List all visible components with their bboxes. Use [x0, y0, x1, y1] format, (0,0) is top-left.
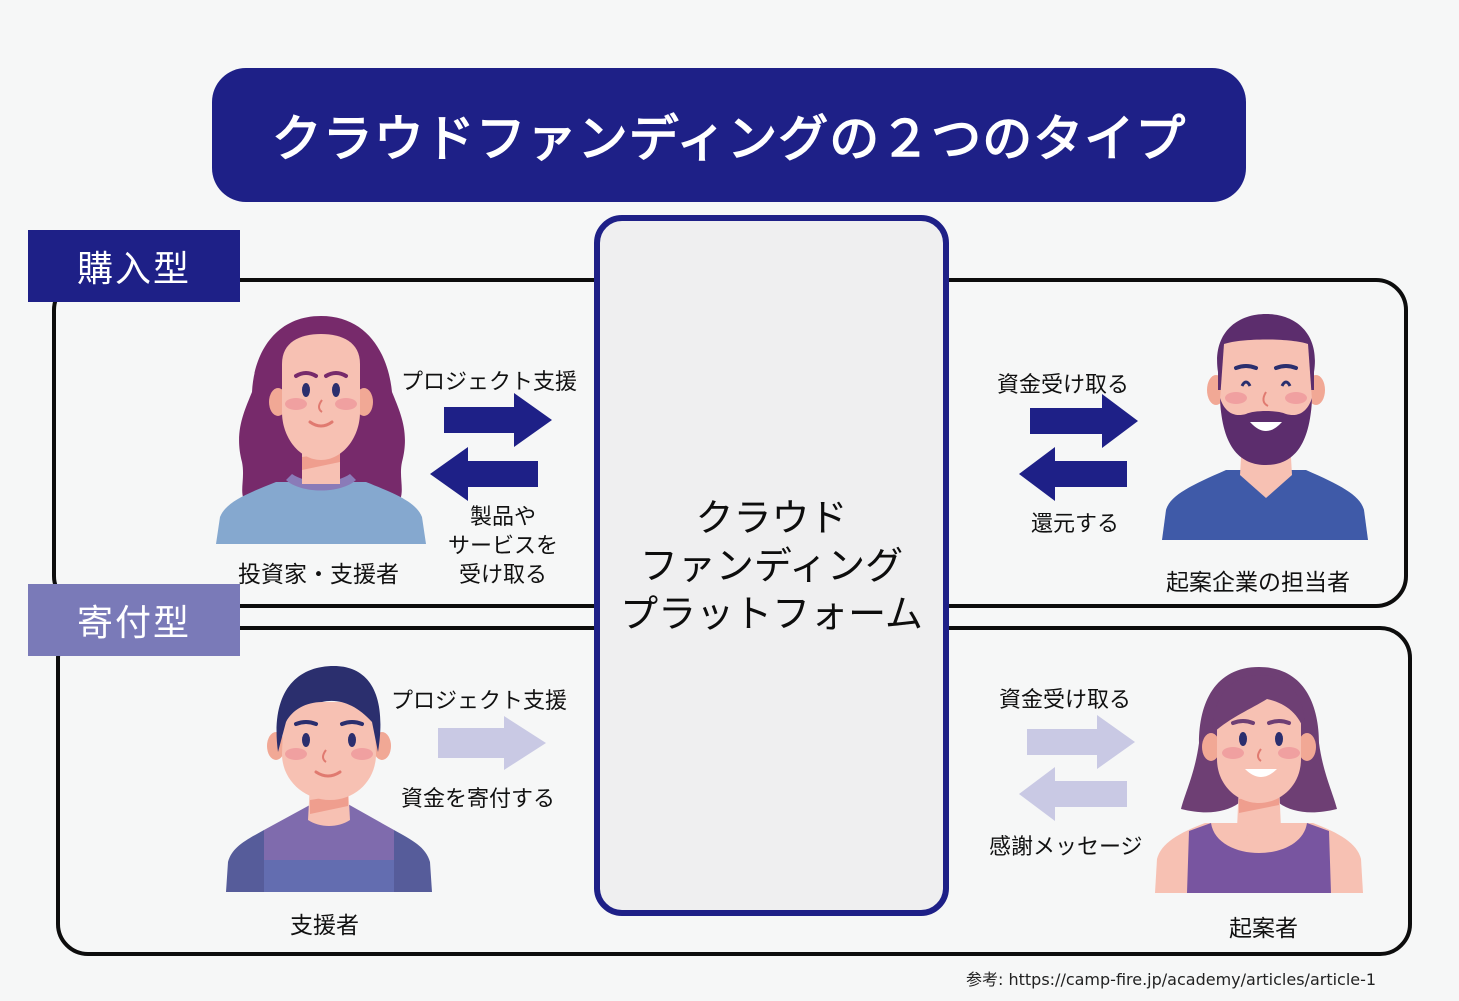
- page-title: クラウドファンディングの２つのタイプ: [271, 110, 1187, 168]
- donation-type-label: 寄付型: [28, 584, 240, 656]
- purchase-left-bottom-line-2: サービスを: [447, 534, 558, 559]
- source-citation: 参考: https://camp-fire.jp/academy/article…: [966, 970, 1377, 989]
- purchase-right-top-label: 資金受け取る: [997, 373, 1130, 398]
- purchase-type-label-text: 購入型: [76, 249, 191, 290]
- woman-long-hair-avatar-icon: [216, 312, 428, 544]
- donation-left-bottom-label: 資金を寄付する: [401, 787, 556, 812]
- project-owner-caption: 起案者: [1229, 916, 1298, 942]
- arrow-right-icon: [1027, 715, 1135, 769]
- arrow-right-icon: [444, 393, 552, 447]
- purchase-type-label: 購入型: [28, 230, 240, 302]
- investor-supporter-caption: 投資家・支援者: [238, 562, 399, 588]
- donation-right-bottom-label: 感謝メッセージ: [989, 835, 1143, 860]
- platform-box: クラウド ファンディング プラットフォーム: [594, 215, 949, 916]
- arrow-left-icon: [1019, 447, 1127, 501]
- donation-left-top-label: プロジェクト支援: [391, 689, 568, 714]
- arrow-right-icon: [1030, 394, 1138, 448]
- man-short-hair-avatar-icon: [226, 662, 432, 892]
- purchase-right-bottom-label: 還元する: [1031, 512, 1120, 537]
- supporter-caption: 支援者: [290, 913, 359, 939]
- company-representative-caption: 起案企業の担当者: [1166, 570, 1350, 596]
- purchase-left-bottom-line-3: 受け取る: [458, 563, 547, 588]
- platform-line-1: クラウド: [695, 495, 848, 540]
- arrow-left-icon: [430, 447, 538, 501]
- platform-line-2: ファンディング: [639, 543, 904, 588]
- purchase-left-bottom-line-1: 製品や: [469, 505, 536, 530]
- title-banner: クラウドファンディングの２つのタイプ: [212, 68, 1246, 202]
- donation-type-label-text: 寄付型: [76, 603, 191, 644]
- bearded-man-avatar-icon: [1162, 310, 1370, 542]
- arrow-right-icon: [438, 716, 546, 770]
- arrow-left-icon: [1019, 767, 1127, 821]
- purchase-left-bottom-label: 製品や サービスを 受け取る: [434, 503, 572, 590]
- platform-line-3: プラットフォーム: [620, 591, 923, 636]
- purchase-left-top-label: プロジェクト支援: [401, 370, 578, 395]
- woman-medium-hair-avatar-icon: [1155, 663, 1363, 893]
- donation-right-top-label: 資金受け取る: [999, 688, 1132, 713]
